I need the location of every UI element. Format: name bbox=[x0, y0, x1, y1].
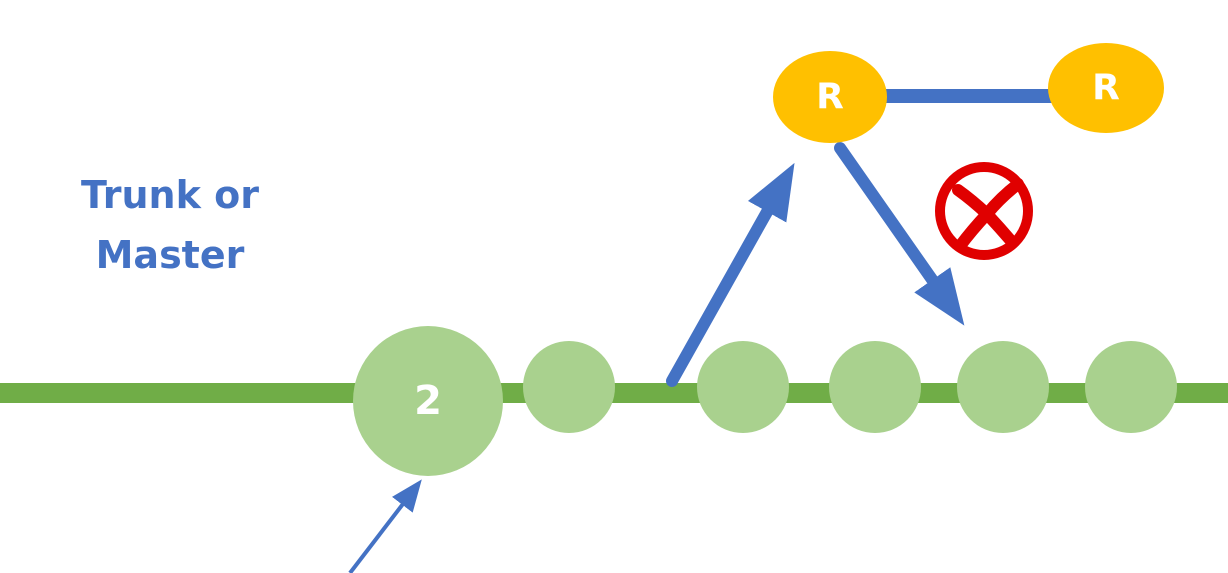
trunk-label-line1: Trunk or bbox=[81, 173, 259, 217]
incoming-merge-arrow bbox=[348, 479, 422, 573]
red-x-circle-icon bbox=[935, 162, 1033, 260]
branch-off-arrow bbox=[666, 162, 795, 387]
commit-node bbox=[957, 341, 1049, 433]
release-node bbox=[1048, 43, 1164, 133]
trunk-label: Trunk or Master bbox=[40, 165, 300, 285]
commit-node bbox=[1085, 341, 1177, 433]
release-node-2: R bbox=[1048, 43, 1164, 133]
commit-node bbox=[697, 341, 789, 433]
commit-node-large bbox=[353, 326, 503, 476]
trunk-label-line2: Master bbox=[95, 233, 245, 277]
commit-node bbox=[523, 341, 615, 433]
commit-number: 2 bbox=[414, 378, 442, 424]
trunk-commit-2: 2 bbox=[353, 326, 503, 476]
release-node-1: R bbox=[773, 51, 887, 143]
commit-node bbox=[829, 341, 921, 433]
merge-back-arrow bbox=[834, 142, 965, 326]
release-node-label: R bbox=[1092, 68, 1120, 109]
release-node bbox=[773, 51, 887, 143]
release-node-label: R bbox=[816, 77, 844, 118]
